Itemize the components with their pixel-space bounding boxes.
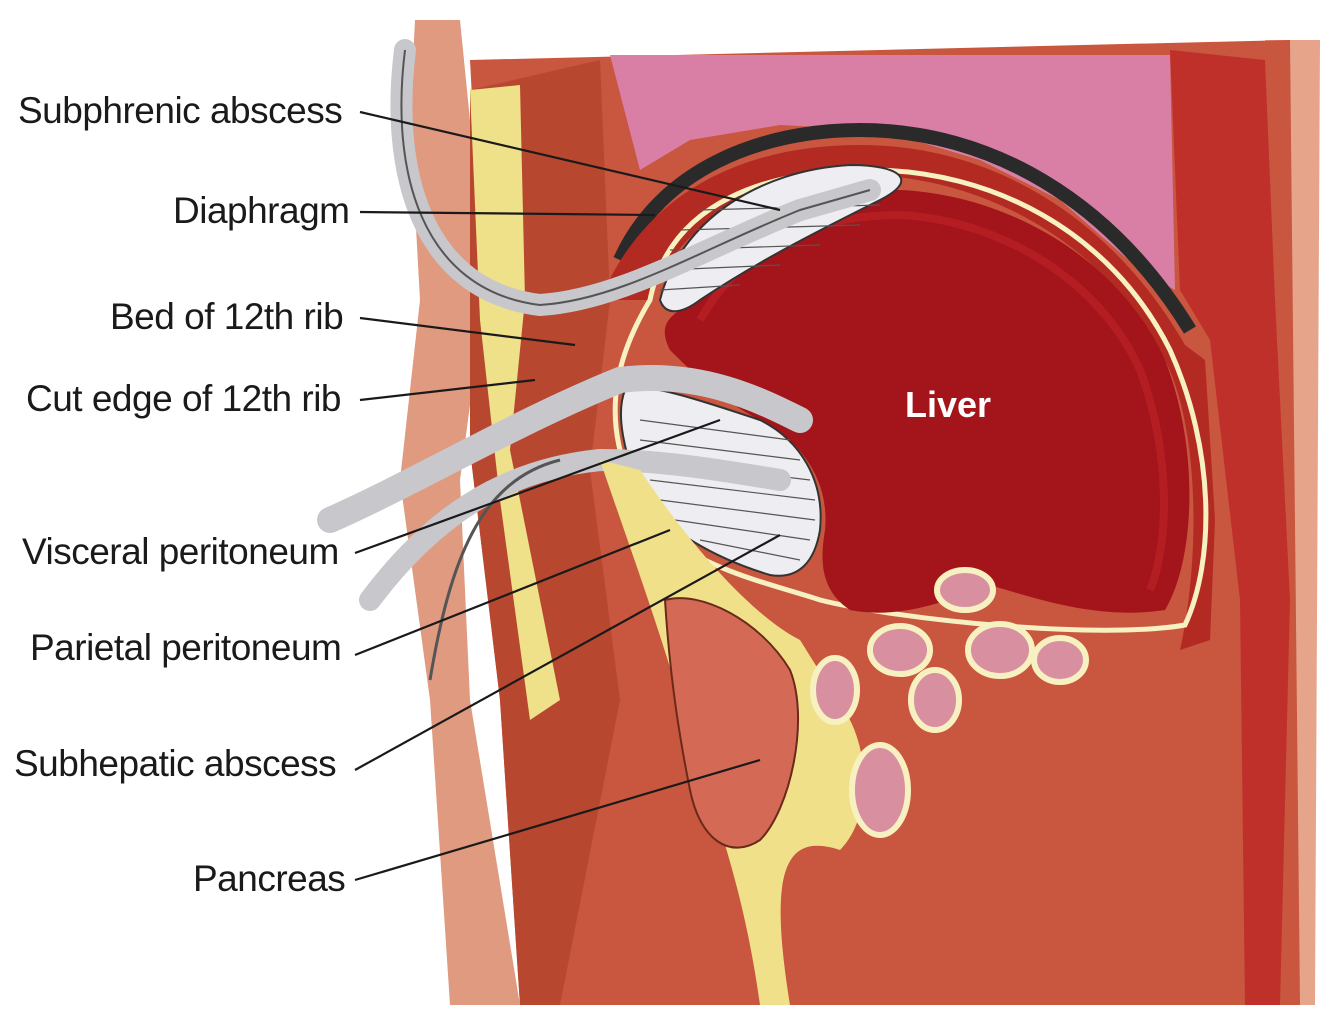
label-pancreas: Pancreas (193, 860, 345, 897)
label-liver: Liver (905, 387, 991, 423)
label-bed-of-12th-rib: Bed of 12th rib (110, 298, 343, 335)
label-diaphragm: Diaphragm (173, 192, 349, 229)
label-subphrenic-abscess: Subphrenic abscess (18, 92, 342, 129)
label-cut-edge-of-12th-rib: Cut edge of 12th rib (26, 380, 341, 417)
label-visceral-peritoneum: Visceral peritoneum (22, 533, 339, 570)
label-parietal-peritoneum: Parietal peritoneum (30, 629, 341, 666)
label-subhepatic-abscess: Subhepatic abscess (14, 745, 336, 782)
